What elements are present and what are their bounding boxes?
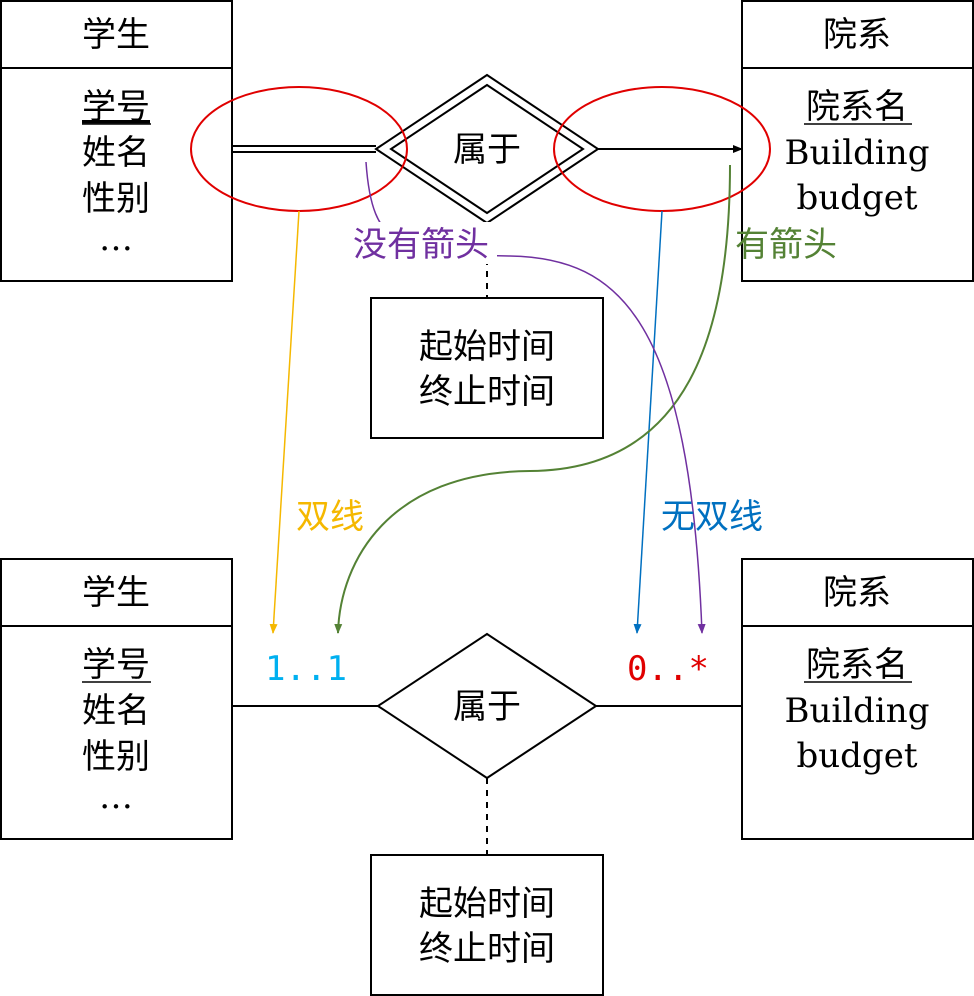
top-rel-attr-box: 起始时间 终止时间 bbox=[370, 297, 604, 439]
top-student-attr-2: … bbox=[99, 219, 133, 259]
bottom-relationship-diamond: 属于 bbox=[376, 632, 598, 780]
double-line-label: 双线 bbox=[296, 497, 364, 537]
bottom-entity-department: 院系 院系名 Building budget bbox=[741, 558, 974, 840]
top-relationship-diamond: 属于 bbox=[374, 73, 600, 225]
top-student-key: 学号 bbox=[82, 87, 150, 127]
top-dept-attr-0: Building bbox=[785, 133, 930, 173]
bottom-rel-attr-box: 起始时间 终止时间 bbox=[370, 854, 604, 996]
multiplicity-right: 0..* bbox=[627, 649, 709, 689]
top-student-attr-1: 性别 bbox=[82, 179, 150, 219]
top-student-attr-0: 姓名 bbox=[82, 133, 150, 173]
no-arrow-label: 没有箭头 bbox=[353, 225, 489, 265]
top-entity-department: 院系 院系名 Building budget bbox=[741, 0, 974, 282]
bottom-student-attr-0: 姓名 bbox=[82, 691, 150, 731]
no-arrow-label-bg bbox=[345, 222, 497, 264]
top-dept-name: 院系 bbox=[823, 15, 891, 55]
bottom-student-attr-2: … bbox=[99, 777, 133, 817]
has-arrow-label: 有箭头 bbox=[735, 225, 837, 265]
bottom-student-key: 学号 bbox=[82, 645, 150, 685]
yellow-annotation-arrow bbox=[269, 210, 300, 634]
bottom-dept-key: 院系名 bbox=[806, 645, 908, 685]
top-dept-key: 院系名 bbox=[806, 87, 908, 127]
bottom-student-name: 学生 bbox=[82, 573, 150, 613]
bottom-rel-attr-0: 起始时间 bbox=[419, 884, 555, 924]
top-student-name: 学生 bbox=[82, 15, 150, 55]
bottom-dept-attr-0: Building bbox=[785, 691, 930, 731]
bottom-entity-student: 学生 学号 姓名 性别 … bbox=[0, 558, 233, 840]
bottom-relationship-label: 属于 bbox=[453, 687, 521, 727]
bottom-student-attr-1: 性别 bbox=[82, 737, 150, 777]
bottom-dept-attr-1: budget bbox=[797, 736, 918, 776]
blue-annotation-arrow bbox=[633, 210, 663, 634]
top-entity-student: 学生 学号 姓名 性别 … bbox=[0, 0, 233, 282]
green-annotation-arrow bbox=[334, 164, 731, 634]
top-double-line bbox=[232, 145, 376, 153]
multiplicity-left: 1..1 bbox=[265, 649, 347, 689]
top-relationship-label: 属于 bbox=[453, 130, 521, 170]
bottom-dept-name: 院系 bbox=[823, 573, 891, 613]
no-double-line-label: 无双线 bbox=[661, 497, 763, 537]
bottom-rel-attr-1: 终止时间 bbox=[419, 929, 555, 969]
top-dept-attr-1: budget bbox=[797, 178, 918, 218]
top-rel-attr-0: 起始时间 bbox=[419, 327, 555, 367]
top-rel-attr-1: 终止时间 bbox=[419, 372, 555, 412]
